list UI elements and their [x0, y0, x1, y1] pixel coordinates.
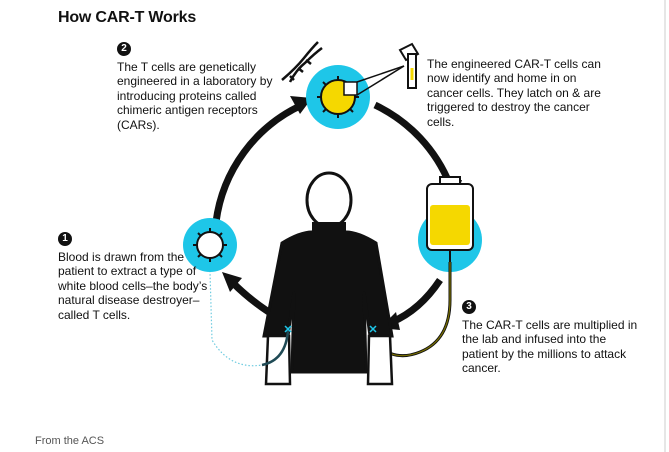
needle-mark-left-icon — [284, 325, 292, 333]
blood-draw-tube — [209, 271, 289, 367]
right-edge-rule — [664, 0, 666, 452]
step-2-badge: 2 — [117, 42, 131, 56]
engineered-cells-note: The engineered CAR-T cells can now ident… — [427, 57, 602, 129]
step-3-badge: 3 — [462, 300, 476, 314]
step-1: 1 Blood is drawn from the patient to ext… — [58, 232, 208, 322]
step-2: 2 The T cells are genetically engineered… — [117, 42, 292, 132]
t-cell-icon — [193, 228, 227, 262]
pipette-icon — [398, 42, 420, 89]
patient-figure-icon — [262, 171, 394, 386]
needle-mark-right-icon — [369, 325, 377, 333]
step-3: 3 The CAR-T cells are multiplied in the … — [462, 300, 642, 376]
magnifier-box-icon — [343, 65, 405, 96]
step-3-text: The CAR-T cells are multiplied in the la… — [462, 318, 638, 376]
arrow-step1-to-step2 — [212, 101, 304, 223]
arrowhead-blood-draw — [222, 272, 242, 292]
blood-draw-catheter — [261, 329, 290, 367]
step-1-badge: 1 — [58, 232, 72, 246]
step-2-text: The T cells are genetically engineered i… — [117, 60, 273, 132]
page-title: How CAR-T Works — [58, 9, 197, 26]
arrow-step2-to-step3 — [373, 101, 454, 187]
source-credit: From the ACS — [35, 435, 105, 447]
step-1-text: Blood is drawn from the patient to extra… — [58, 250, 208, 322]
dna-icon — [281, 41, 323, 83]
engineered-cells-text: The engineered CAR-T cells can now ident… — [427, 57, 601, 129]
arrow-infusion — [390, 278, 443, 326]
iv-bag-icon — [426, 176, 474, 262]
